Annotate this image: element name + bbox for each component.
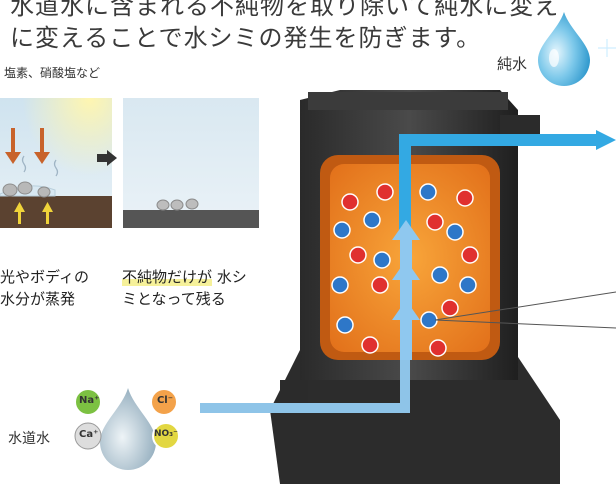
anion-ions [331,183,477,334]
pure-water-label: 純水 [497,55,528,73]
up-arrows [14,202,53,224]
panel-right-caption-line2: ミとなって残る [122,290,226,308]
residue-spots [156,198,199,211]
headline: 水道水に含まれる不純物を取り除いて純水に変え に変えることで水シミの発生を防ぎま… [10,0,560,52]
output-arrow [596,130,616,150]
tap-water-ions-illustration [74,388,180,470]
ion-cl: Cl⁻ [156,395,174,406]
panel-right-caption-rest: 水シ [212,268,247,286]
highlight-text: 不純物だけが [122,268,213,286]
pure-water-drop-icon [538,12,616,86]
headline-line2: に変えることで水シミの発生を防ぎます。 [10,24,482,52]
residue-illustration [123,98,259,228]
callout-lines [434,291,616,329]
ion-no3: NO₃⁻ [154,429,178,439]
impurity-particles [2,181,51,198]
arrow-right-icon [97,150,119,170]
ion-ca: Ca⁺ [79,429,99,440]
evaporation-illustration [0,98,112,228]
flow-arrows [392,220,420,360]
panel-left-caption-line2: 水分が蒸発 [0,290,76,308]
cation-ions [341,183,479,357]
impurity-note: 塩素、硝酸塩など [4,66,101,80]
filter-device-illustration [200,90,616,484]
heat-arrows [5,128,50,164]
headline-line1: 水道水に含まれる不純物を取り除いて純水に変え [10,0,560,20]
ion-na: Na⁺ [79,395,100,406]
panel-left-caption-line1: 光やボディの [0,268,89,286]
tap-ions [74,388,180,450]
panel-left-caption: 光やボディの 水分が蒸発 [0,266,89,310]
panel-right-caption: 不純物だけが 水シ ミとなって残る [122,266,247,310]
tap-water-label: 水道水 [8,431,50,447]
